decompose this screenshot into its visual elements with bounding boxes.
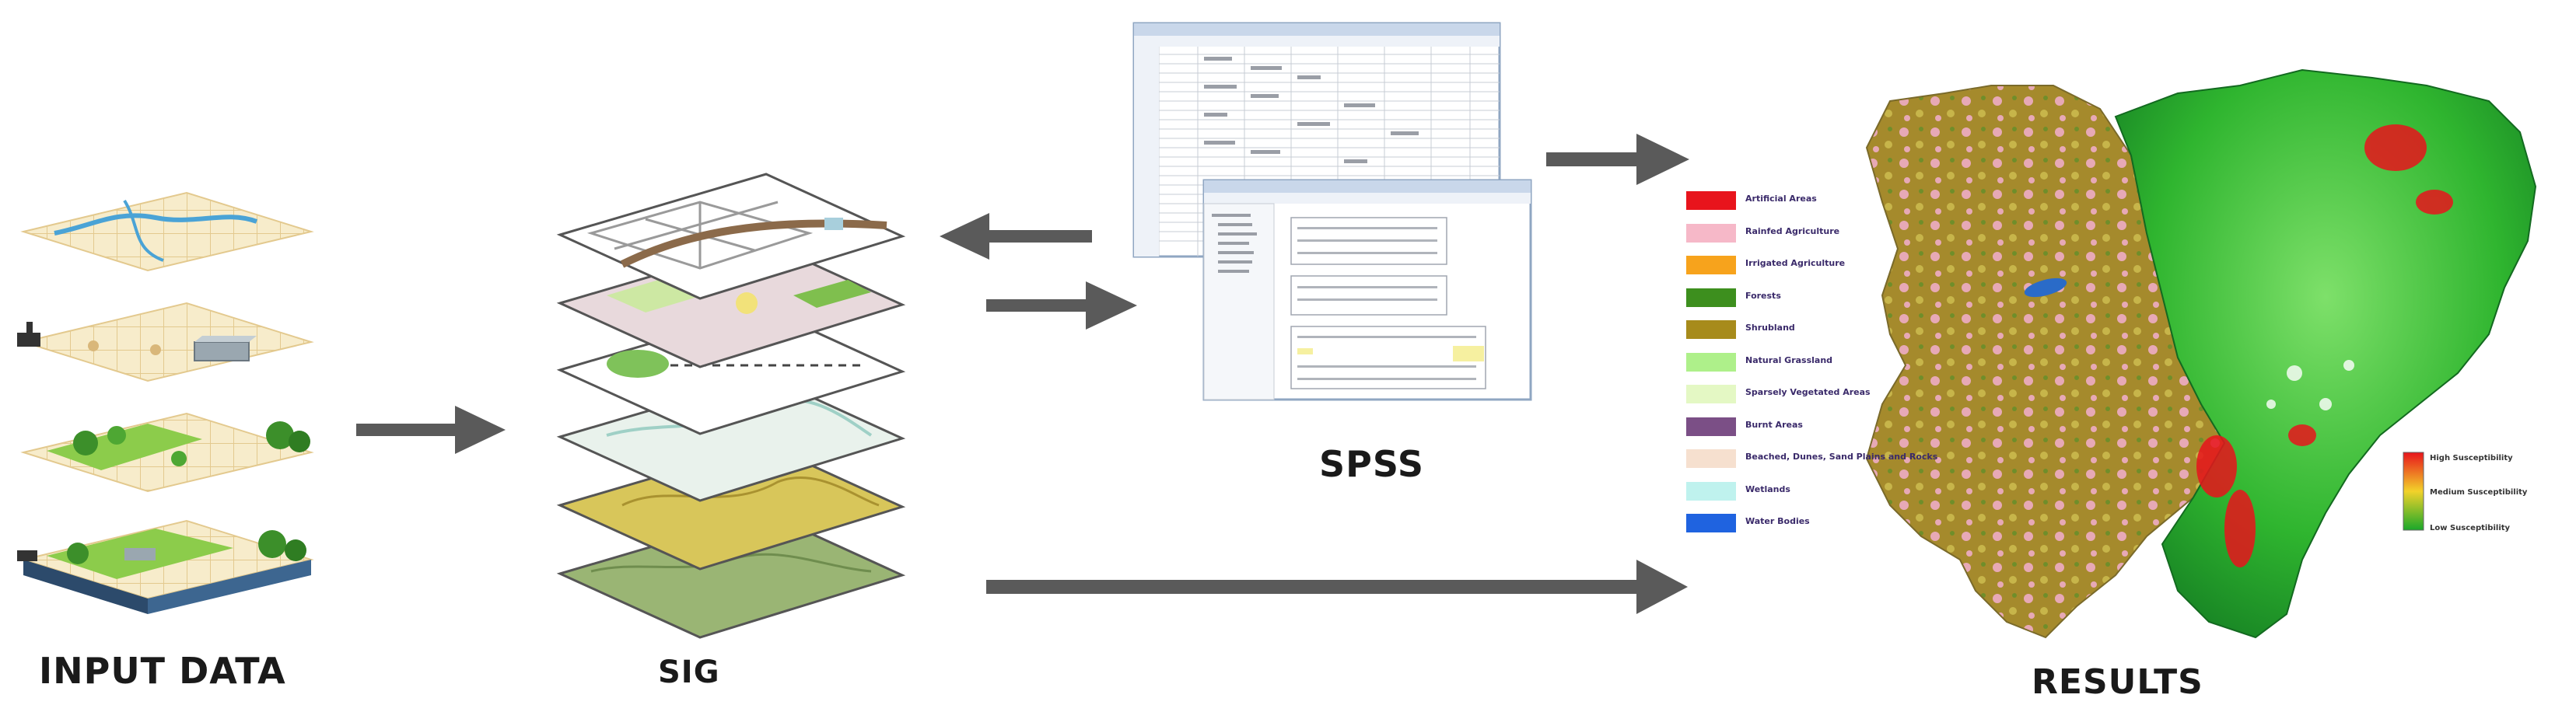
arrow-sig-to-results: [986, 560, 1688, 614]
sig-layers: [556, 173, 906, 639]
susceptibility-high-label: High Susceptibility: [2430, 454, 2513, 462]
results-maps: [1865, 68, 2537, 639]
results-label: RESULTS: [2032, 662, 2203, 702]
input-layer-combined: [17, 519, 314, 614]
legend-swatch: [1686, 417, 1736, 436]
input-layer-buildings: [17, 302, 314, 382]
legend-label: Sparsely Vegetated Areas: [1745, 387, 1871, 397]
legend-item: Water Bodies: [1686, 514, 1920, 532]
legend-label: Irrigated Agriculture: [1745, 258, 1846, 268]
susceptibility-low-label: Low Susceptibility: [2430, 524, 2511, 532]
legend-label: Burnt Areas: [1745, 419, 1803, 430]
legend-label: Water Bodies: [1745, 516, 1810, 526]
arrow-spss-to-sig: [940, 213, 1092, 260]
legend-swatch: [1686, 223, 1736, 243]
arrow-sig-to-spss: [986, 281, 1137, 330]
input-layer-rivers: [20, 191, 314, 272]
sig-layer-roads: [556, 173, 906, 300]
legend-label: Natural Grassland: [1745, 354, 1833, 365]
spss-label: SPSS: [1319, 443, 1425, 485]
legend-label: Shrubland: [1745, 323, 1795, 333]
legend-label: Wetlands: [1745, 483, 1790, 494]
legend-item: Beached, Dunes, Sand Plains and Rocks: [1686, 449, 1937, 468]
susceptibility-medium-label: Medium Susceptibility: [2430, 488, 2528, 497]
input-data-layers: [17, 191, 314, 614]
legend-item: Artificial Areas: [1686, 191, 1920, 210]
legend-swatch: [1686, 256, 1736, 274]
legend-item: Burnt Areas: [1686, 417, 1920, 436]
susceptibility-legend-bar: [2403, 452, 2424, 531]
legend-item: Forests: [1686, 288, 1920, 307]
legend-swatch: [1686, 320, 1736, 339]
legend-item: Sparsely Vegetated Areas: [1686, 385, 1920, 403]
spss-output-window: [1202, 179, 1532, 401]
input-data-label: INPUT DATA: [39, 650, 286, 692]
legend-item: Rainfed Agriculture: [1686, 223, 1920, 243]
legend-label: Forests: [1745, 290, 1781, 301]
input-layer-vegetation: [20, 412, 314, 493]
legend-swatch: [1686, 352, 1736, 372]
legend-label: Artificial Areas: [1745, 194, 1817, 204]
spss-windows: [1132, 22, 1532, 401]
sig-label: SIG: [658, 654, 720, 690]
legend-swatch: [1686, 191, 1736, 210]
susceptibility-legend: High Susceptibility Medium Susceptibilit…: [2380, 443, 2567, 575]
landuse-map: [1865, 85, 2226, 639]
legend-label: Beached, Dunes, Sand Plains and Rocks: [1745, 452, 1938, 462]
arrow-spss-to-results: [1546, 134, 1689, 185]
legend-item: Wetlands: [1686, 481, 1920, 501]
legend-swatch: [1686, 514, 1736, 532]
legend-label: Rainfed Agriculture: [1745, 225, 1840, 236]
legend-item: Shrubland: [1686, 320, 1920, 339]
arrow-input-to-sig: [356, 406, 506, 454]
legend-swatch: [1686, 288, 1736, 307]
legend-swatch: [1686, 481, 1736, 501]
legend-item: Irrigated Agriculture: [1686, 256, 1920, 274]
legend-swatch: [1686, 449, 1736, 468]
legend-item: Natural Grassland: [1686, 352, 1920, 372]
legend-swatch: [1686, 385, 1736, 403]
